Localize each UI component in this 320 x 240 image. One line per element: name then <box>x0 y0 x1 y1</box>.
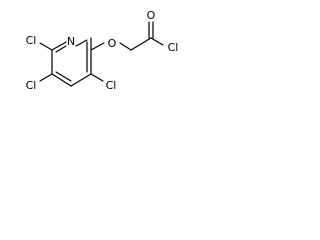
double-bond-c4-c5 <box>55 71 72 82</box>
pyridine-ring <box>51 37 92 87</box>
bond-ch2-c-carbonyl <box>130 37 152 51</box>
bond-c3-cl3 <box>90 73 104 82</box>
bond-n1-c2 <box>75 39 88 47</box>
double-bond-c6-n1 <box>55 45 67 53</box>
bond-c6-cl1 <box>39 42 53 51</box>
atom-n1: N <box>67 35 75 48</box>
atom-cl2: Cl <box>26 79 37 92</box>
atom-cl3: Cl <box>106 79 117 92</box>
bond-c3-c4 <box>70 73 92 87</box>
bond-c-cl4 <box>150 37 164 46</box>
atom-o2: O <box>147 9 156 22</box>
atom-cl1: Cl <box>26 34 37 47</box>
bond-c6-n1 <box>51 41 67 51</box>
substituent-bonds <box>39 21 164 82</box>
chemical-structure: N O O Cl Cl Cl Cl <box>26 9 179 92</box>
bond-c4-c5 <box>51 73 72 87</box>
atom-cl4: Cl <box>168 41 179 54</box>
atom-o1: O <box>108 37 117 50</box>
atom-labels: N O O Cl Cl Cl Cl <box>26 9 179 92</box>
bond-c5-cl2 <box>39 73 53 82</box>
bond-o1-ch2 <box>119 42 132 51</box>
bond-c2-o1 <box>90 42 105 51</box>
